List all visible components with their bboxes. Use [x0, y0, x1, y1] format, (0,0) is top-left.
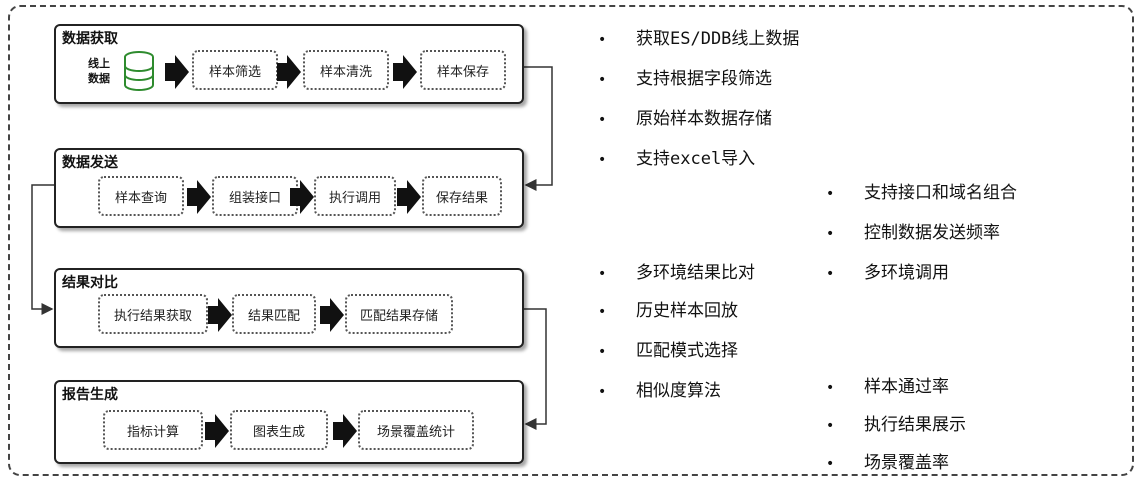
arrow-icon — [290, 180, 314, 214]
stage-title: 结果对比 — [62, 275, 118, 291]
arrow-icon — [187, 180, 211, 214]
bullet-dot: • — [826, 186, 835, 202]
bullet-item: • 匹配模式选择 — [598, 336, 738, 361]
arrow-icon — [320, 298, 344, 332]
bullet-text: 历史样本回放 — [636, 301, 738, 321]
bullet-item: • 历史样本回放 — [598, 296, 738, 321]
step-scene-coverage-stats: 场景覆盖统计 — [358, 410, 474, 450]
arrow-icon — [165, 55, 189, 89]
step-sample-filter: 样本筛选 — [192, 50, 278, 90]
bullet-item: • 场景覆盖率 — [826, 448, 949, 473]
bullet-item: • 样本通过率 — [826, 372, 949, 397]
bullet-item: • 支持接口和域名组合 — [826, 178, 1017, 203]
bullet-dot: • — [598, 304, 607, 320]
bullet-dot: • — [826, 418, 835, 434]
arrow-icon — [205, 414, 229, 448]
bullet-text: 原始样本数据存储 — [636, 109, 772, 129]
bullet-text: 多环境结果比对 — [636, 263, 755, 283]
bullet-dot: • — [826, 456, 835, 472]
step-assemble-api: 组装接口 — [212, 176, 298, 216]
arrow-icon — [397, 180, 421, 214]
step-store-match-result: 匹配结果存储 — [345, 294, 453, 334]
bullet-dot: • — [598, 32, 607, 48]
bullet-text: 执行结果展示 — [864, 415, 966, 435]
online-data-line1: 线上 — [88, 57, 110, 70]
bullet-item: • 执行结果展示 — [826, 410, 966, 435]
bullet-item: • 控制数据发送频率 — [826, 218, 1000, 243]
bullet-dot: • — [826, 380, 835, 396]
bullet-text: 匹配模式选择 — [636, 341, 738, 361]
bullet-dot: • — [598, 266, 607, 282]
bullet-item: • 相似度算法 — [598, 376, 721, 401]
bullet-text: 场景覆盖率 — [864, 453, 949, 473]
bullet-text: 获取ES/DDB线上数据 — [636, 29, 800, 49]
stage-title: 报告生成 — [62, 387, 118, 403]
connector-compare-to-report — [522, 308, 547, 430]
stage-title: 数据获取 — [62, 31, 118, 47]
step-metric-compute: 指标计算 — [103, 410, 203, 450]
bullet-text: 支持根据字段筛选 — [636, 69, 772, 89]
step-sample-clean: 样本清洗 — [303, 50, 389, 90]
connector-send-to-compare — [31, 184, 56, 315]
step-save-result: 保存结果 — [422, 176, 502, 216]
step-sample-query: 样本查询 — [98, 176, 184, 216]
arrow-icon — [208, 298, 232, 332]
online-data-line2: 数据 — [88, 72, 110, 85]
bullet-text: 支持excel导入 — [636, 149, 756, 169]
bullet-dot: • — [598, 112, 607, 128]
bullet-item: • 原始样本数据存储 — [598, 104, 772, 129]
bullet-item: • 获取ES/DDB线上数据 — [598, 24, 799, 49]
step-sample-save: 样本保存 — [420, 50, 506, 90]
outer-dashed-frame — [8, 5, 1134, 476]
bullet-dot: • — [598, 152, 607, 168]
bullet-dot: • — [598, 384, 607, 400]
bullet-text: 控制数据发送频率 — [864, 223, 1000, 243]
bullet-item: • 支持根据字段筛选 — [598, 64, 772, 89]
step-fetch-exec-result: 执行结果获取 — [98, 294, 208, 334]
connector-fetch-to-send — [522, 66, 553, 191]
bullet-text: 支持接口和域名组合 — [864, 183, 1017, 203]
step-chart-generate: 图表生成 — [230, 410, 328, 450]
bullet-text: 多环境调用 — [864, 263, 949, 283]
arrow-icon — [393, 55, 417, 89]
bullet-text: 样本通过率 — [864, 377, 949, 397]
bullet-dot: • — [598, 344, 607, 360]
step-result-match: 结果匹配 — [232, 294, 316, 334]
bullet-item: • 支持excel导入 — [598, 144, 755, 169]
bullet-item: • 多环境调用 — [826, 258, 949, 283]
stage-title: 数据发送 — [62, 155, 118, 171]
bullet-dot: • — [826, 226, 835, 242]
online-data-label: 线上 数据 — [88, 56, 110, 86]
bullet-item: • 多环境结果比对 — [598, 258, 755, 283]
database-icon — [124, 51, 154, 91]
arrow-icon — [333, 414, 357, 448]
step-execute-call: 执行调用 — [314, 176, 396, 216]
bullet-dot: • — [598, 72, 607, 88]
bullet-dot: • — [826, 266, 835, 282]
bullet-text: 相似度算法 — [636, 381, 721, 401]
arrow-icon — [277, 55, 301, 89]
